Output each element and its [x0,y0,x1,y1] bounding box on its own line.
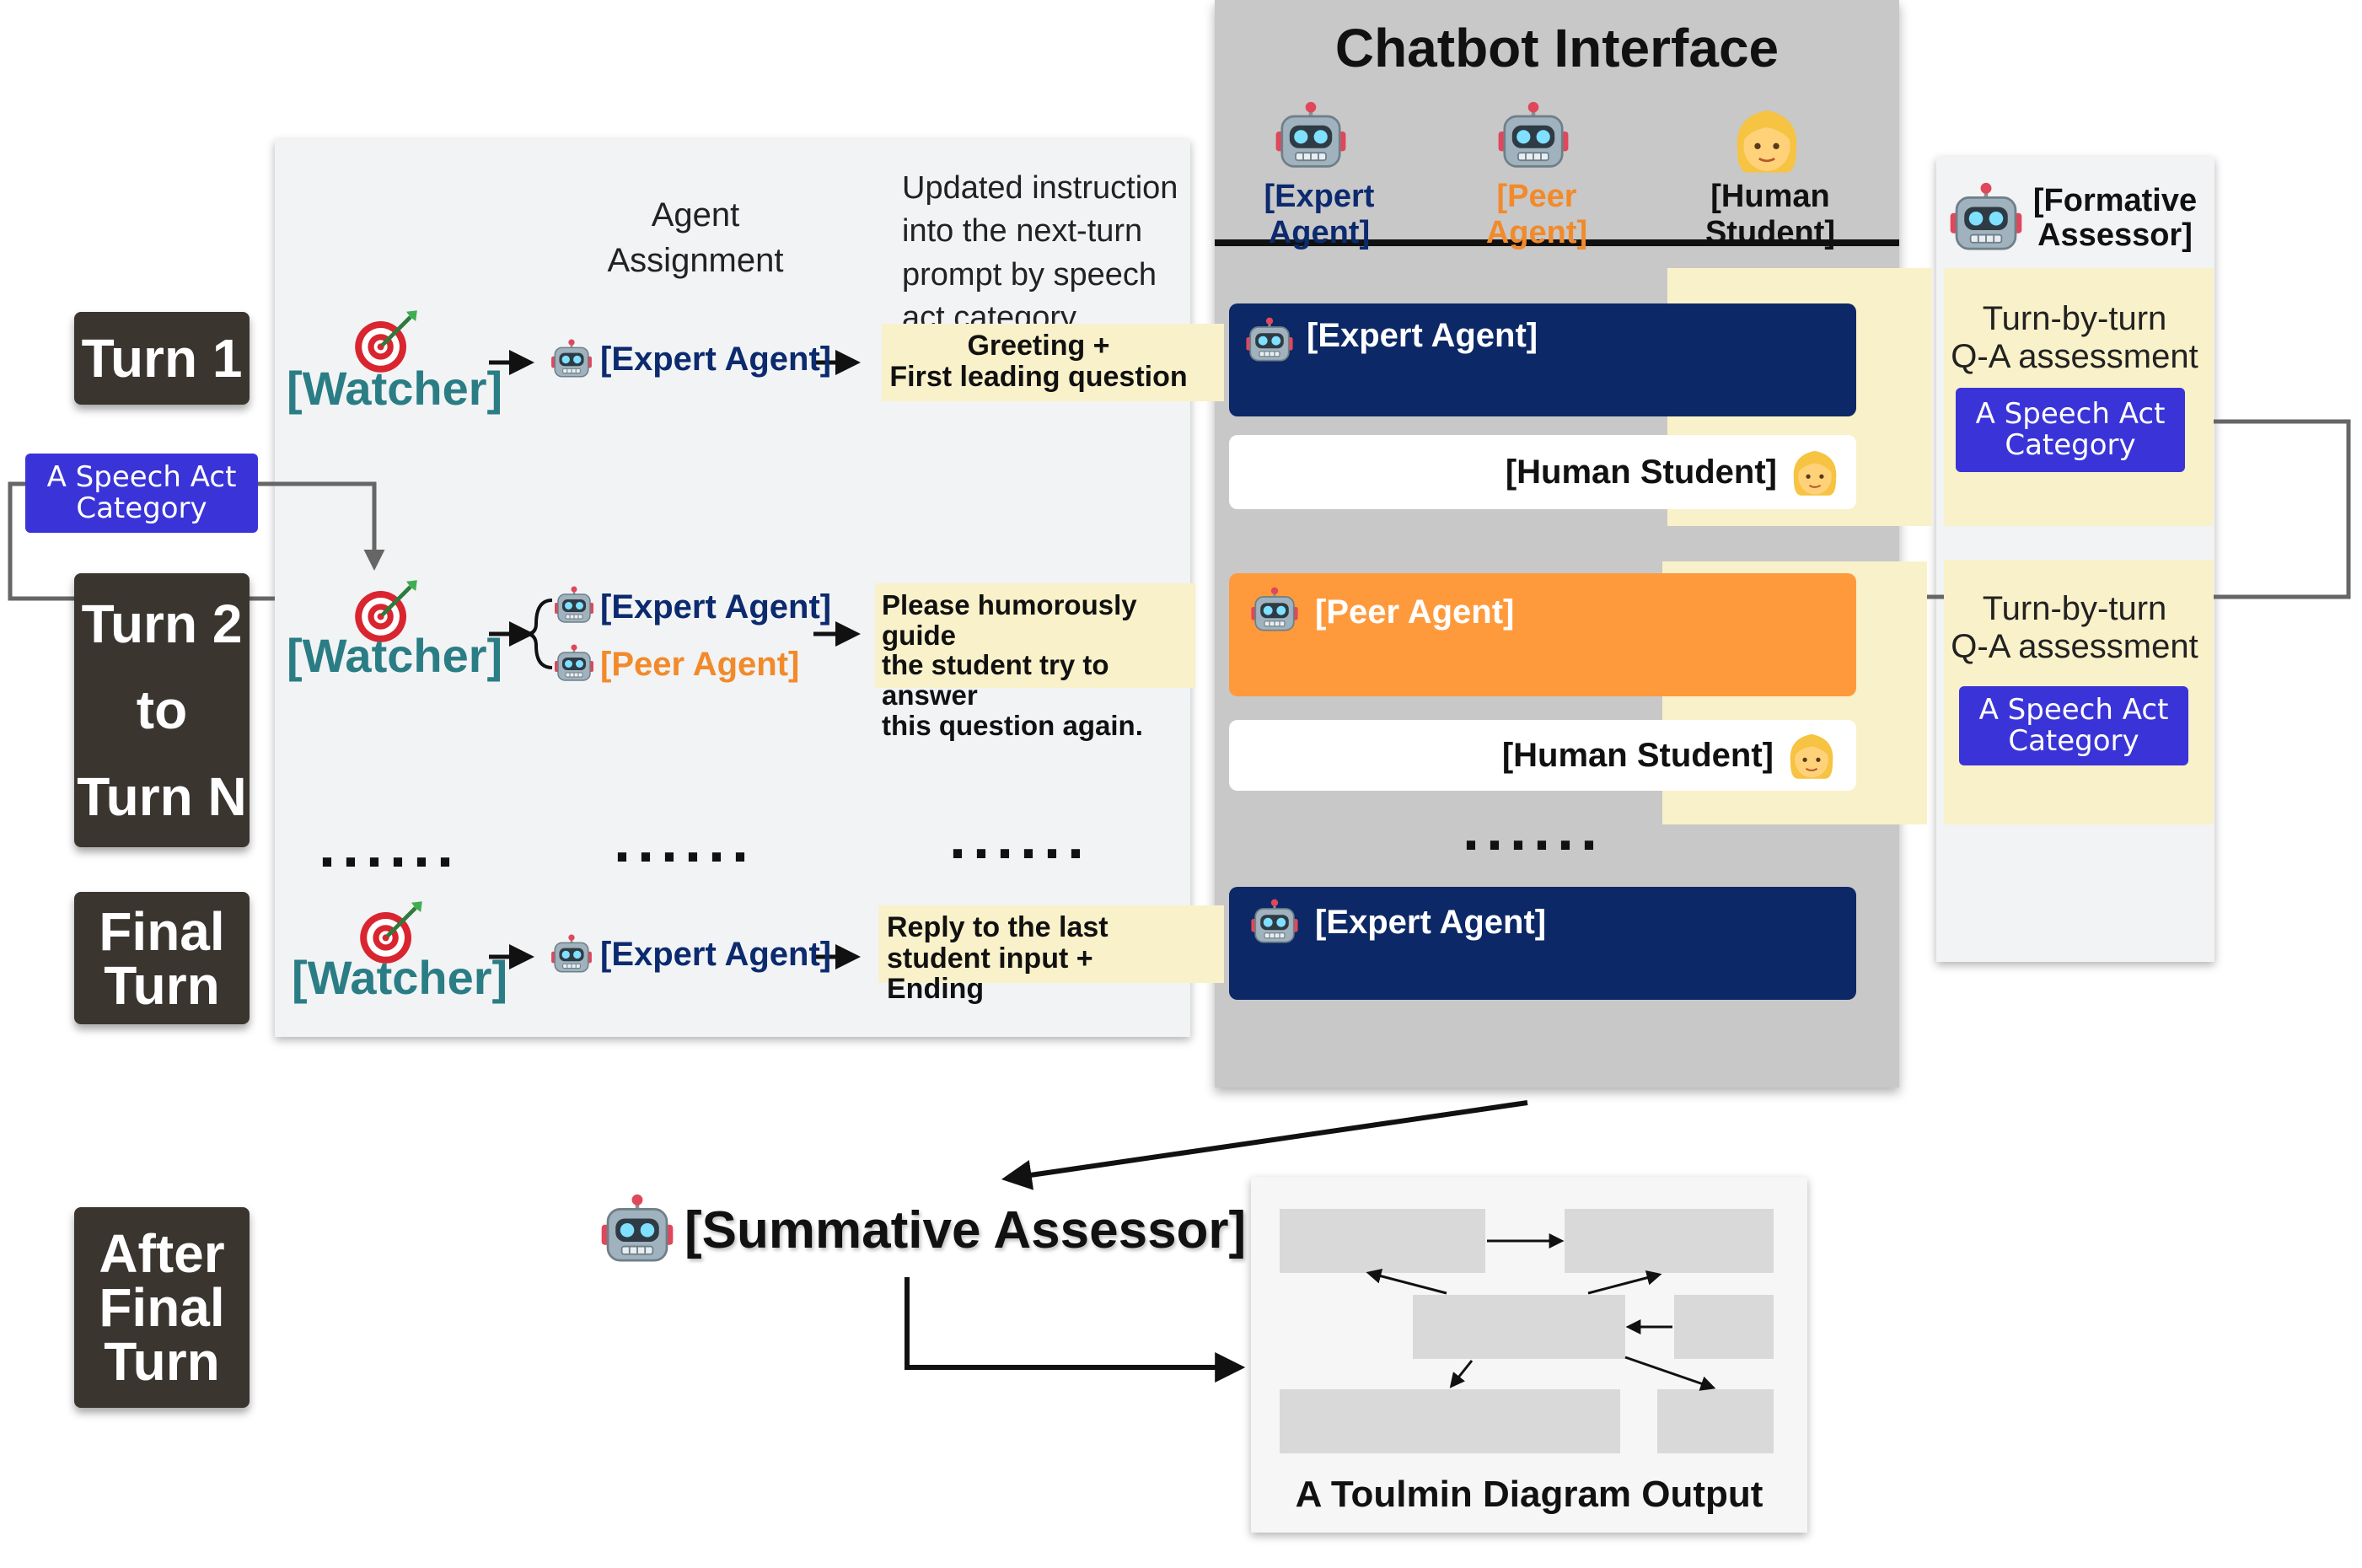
toulmin-box-3 [1413,1295,1625,1359]
formative-assessment-2: Turn-by-turn Q-A assessment [1944,590,2205,666]
turn-n-text: Turn N [77,765,247,827]
msg2-line1: Please humorously guide [882,589,1137,651]
turn-1-text: Turn 1 [81,328,243,389]
agent-assignment-header: Agent Assignment [607,196,784,279]
formative-title-line2: Assessor] [2037,217,2193,254]
watcher-label-2: [Watcher] [287,629,503,682]
after-text: After [99,1223,225,1284]
turn-1-label: Turn 1 [74,312,250,405]
after-turn-text: Turn [104,1331,220,1392]
turn-to-text: to [136,679,188,741]
chat-bubble-peer[interactable]: [Peer Agent] [1229,573,1856,696]
link-left-1 [1190,324,1224,401]
ellipsis-agent: ...... [614,808,756,875]
instruction-message-2: Please humorously guide the student try … [875,583,1195,740]
toulmin-box-5 [1280,1389,1620,1453]
toulmin-caption: A Toulmin Diagram Output [1295,1474,1763,1515]
ellipsis-chat: ...... [1463,796,1605,863]
bubble-3-text: [Peer Agent] [1315,593,1515,631]
ellipsis-watcher: ...... [319,813,461,880]
msg1-line1: Greeting + [967,330,1110,362]
toulmin-box-1 [1280,1209,1485,1273]
bubble-1-text: [Expert Agent] [1307,317,1538,354]
toulmin-box-4 [1674,1295,1774,1359]
speech-act-left: A Speech Act Category [25,454,258,533]
chatbot-title: Chatbot Interface [1334,18,1780,78]
assess-2-line1: Turn-by-turn [1982,590,2167,627]
chat-bubble-student-1[interactable]: [Human Student] [1229,435,1856,509]
assess-1-line1: Turn-by-turn [1982,300,2167,337]
bubble-5-text: [Expert Agent] [1315,904,1547,941]
turn-2-to-n-label: Turn 2 to Turn N [74,573,250,847]
chat-bubble-expert-1[interactable]: [Expert Agent] [1229,303,1856,416]
msg2-line2: the student try to answer [882,649,1109,711]
toulmin-box-2 [1565,1209,1774,1273]
assess-2-line2: Q-A assessment [1951,627,2198,665]
expert-agent-label-3: [Expert Agent] [600,936,832,973]
formative-assessor-title: [Formative Assessor] [2026,183,2204,254]
chat-bubble-student-2[interactable]: [Human Student] [1229,720,1856,791]
updated-instruction-header: Updated instruction into the next-turn p… [902,170,1178,336]
formative-assessment-1: Turn-by-turn Q-A assessment [1944,300,2205,376]
after-final-text: Final [99,1277,225,1338]
formative-title-line1: [Formative [2032,183,2198,218]
bubble-4-text: [Human Student] [1501,736,1774,774]
watcher-label-3: [Watcher] [292,951,508,1004]
speech-act-formative-2: A Speech Act Category [1959,686,2188,765]
link-left-3 [1190,905,1224,983]
expert-agent-label-2: [Expert Agent] [600,588,832,626]
msg3-line2: student input + Ending [887,942,1093,1006]
watcher-label-1: [Watcher] [287,362,503,415]
toulmin-box-6 [1657,1389,1774,1453]
summative-assessor-label: [Summative Assessor] [684,1201,1247,1259]
chat-bubble-expert-2[interactable]: [Expert Agent] [1229,887,1856,1000]
turn-2-text: Turn 2 [81,593,243,654]
header-human-student: [Human Student] [1704,179,1836,250]
speech-act-formative-1: A Speech Act Category [1956,388,2185,472]
header-expert-agent: [Expert Agent] [1264,179,1375,250]
ellipsis-instruction: ...... [949,804,1092,872]
final-turn-text: Turn [104,954,220,1016]
header-peer-agent: [Peer Agent] [1485,179,1588,250]
msg1-line2: First leading question [889,360,1188,393]
instruction-message-1: Greeting + First leading question [882,324,1195,401]
msg3-line1: Reply to the last [887,911,1109,943]
peer-agent-label-2: [Peer Agent] [600,646,800,683]
final-turn-label: Final Turn [74,892,250,1024]
instruction-message-3: Reply to the last student input + Ending [878,905,1195,1005]
msg2-line3: this question again. [882,709,1143,741]
after-final-turn-label: After Final Turn [74,1207,250,1408]
assess-1-line2: Q-A assessment [1951,337,2198,375]
expert-agent-label-1: [Expert Agent] [600,341,832,378]
bubble-2-text: [Human Student] [1505,453,1777,491]
final-text: Final [99,900,225,962]
